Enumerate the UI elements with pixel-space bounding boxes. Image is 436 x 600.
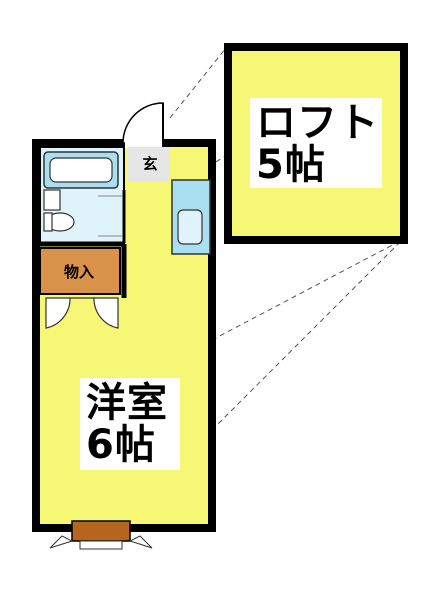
balcony-window [49,520,153,550]
entrance-label-text: 玄 [142,154,158,173]
washbasin [43,189,61,211]
main-room-label: 洋室 6帖 [80,378,180,470]
main-room-name: 洋室 [86,380,168,426]
loft-size: 5帖 [256,142,326,188]
entrance-label: 玄 [133,149,167,179]
storage-label: 物入 [47,257,111,287]
kitchen-sink [177,209,203,245]
storage-label-text: 物入 [63,262,94,281]
loft-label: ロフト 5帖 [250,98,382,188]
entrance-door [122,102,164,144]
loft-name: ロフト [256,100,379,146]
storage-doors [45,297,119,329]
main-room-size: 6帖 [86,422,156,468]
